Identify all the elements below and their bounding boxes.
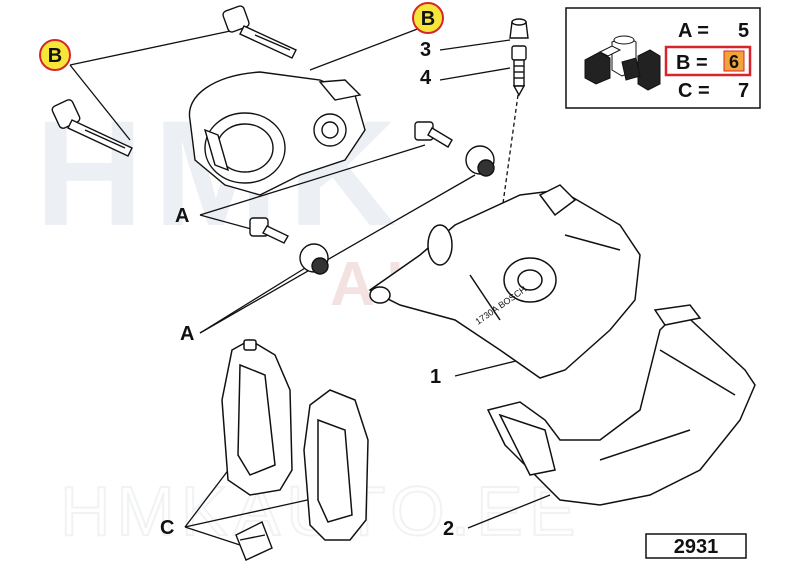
caliper-body: 1730A BOSCH [368,184,641,379]
legend-row-B-label: B = [676,52,708,74]
guide-bolt-left [51,99,133,157]
callout-2: 2 [443,518,454,540]
legend-row-C-value: 7 [738,80,749,102]
legend-highlight-box [664,45,752,77]
bleed-screw [511,45,527,97]
caliper-carrier-bracket [486,304,756,506]
brake-pad-right [303,389,369,541]
callout-A-upper: A [175,205,189,227]
svg-text:B: B [421,8,435,30]
callout-3: 3 [420,39,431,61]
svg-text:B: B [48,45,62,67]
caliper-bolt-upper [414,121,453,148]
callout-1: 1 [430,366,441,388]
brake-pad-left [221,339,293,496]
legend-row-C-label: C = [678,80,710,102]
callout-A-lower: A [180,323,194,345]
guide-bolt-top [222,5,297,59]
bleed-screw-cap [509,18,529,39]
callout-B-left: B [39,39,71,71]
figure-number: 2931 [674,536,719,558]
callout-C: C [160,517,174,539]
callout-B-top: B [412,2,444,34]
parking-brake-actuator [188,71,366,196]
figure-number-box: 2931 [645,533,747,559]
legend-row-A-value: 5 [738,20,749,42]
legend-row-A-label: A = [678,20,709,42]
parts-set-icon [584,35,661,91]
bushing-lower [299,243,329,275]
bushing-upper [465,145,495,177]
quantity-legend: A = 5 B = 6 C = 7 [565,7,761,109]
pad-clip [235,521,273,561]
legend-row-B-value: 6 [729,52,739,72]
caliper-bolt-lower [249,217,289,244]
legend-value-highlight [723,50,745,72]
callout-4: 4 [420,67,432,89]
leader-lines [69,27,551,546]
